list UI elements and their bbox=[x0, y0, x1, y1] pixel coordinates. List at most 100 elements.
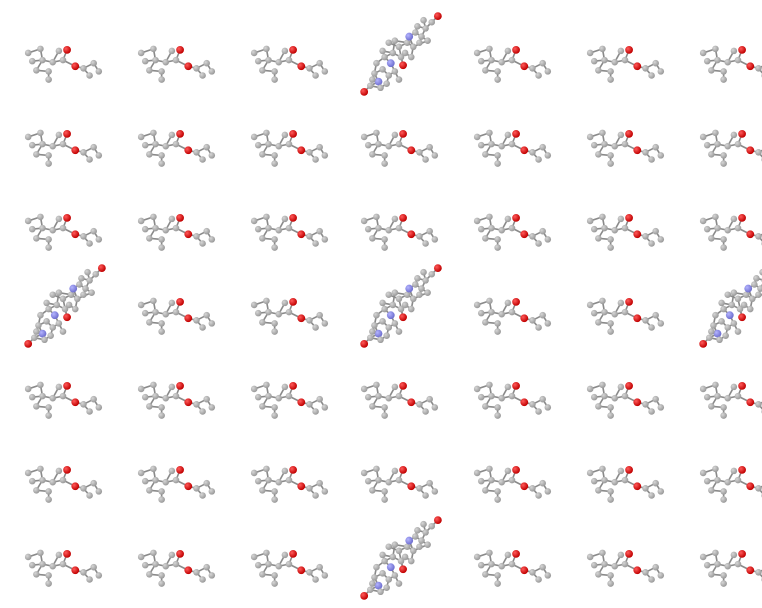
ester-molecule-image bbox=[699, 129, 762, 167]
carbon-atom bbox=[473, 553, 481, 561]
carbon-atom bbox=[426, 479, 433, 487]
carbon-atom bbox=[703, 561, 711, 569]
oxygen-atom bbox=[738, 213, 746, 222]
oxygen-atom bbox=[407, 230, 416, 239]
carbon-atom bbox=[601, 140, 608, 148]
carbon-atom bbox=[391, 215, 399, 223]
carbon-atom bbox=[617, 383, 625, 391]
carbon-atom bbox=[168, 47, 176, 55]
carbon-atom bbox=[39, 56, 46, 64]
carbon-atom bbox=[488, 392, 495, 400]
carbon-atom bbox=[482, 235, 489, 242]
carbon-atom bbox=[708, 487, 715, 494]
carbon-atom bbox=[208, 236, 216, 243]
carbon-atom bbox=[477, 561, 485, 569]
ester-molecule-image bbox=[250, 381, 329, 419]
carbon-atom bbox=[486, 213, 493, 221]
carbon-atom bbox=[39, 392, 46, 400]
carbon-atom bbox=[734, 140, 742, 148]
ester-molecule-image bbox=[699, 465, 762, 503]
carbon-atom bbox=[95, 404, 103, 411]
carbon-atom bbox=[724, 394, 732, 402]
carbon-atom bbox=[364, 141, 372, 149]
carbon-atom bbox=[508, 308, 516, 316]
carbon-atom bbox=[759, 268, 762, 276]
carbon-atom bbox=[416, 291, 423, 298]
carbon-atom bbox=[208, 572, 216, 579]
carbon-atom bbox=[498, 562, 506, 570]
carbon-atom bbox=[90, 59, 97, 67]
molecule-cell bbox=[123, 516, 231, 602]
carbon-atom bbox=[395, 328, 403, 335]
carbon-atom bbox=[422, 277, 429, 284]
carbon-atom bbox=[92, 270, 100, 278]
oxygen-atom bbox=[297, 482, 306, 491]
carbon-atom bbox=[595, 67, 602, 74]
carbon-atom bbox=[208, 68, 216, 75]
nitrogen-atom bbox=[744, 284, 753, 293]
carbon-atom bbox=[375, 476, 382, 484]
carbon-atom bbox=[755, 569, 762, 576]
carbon-atom bbox=[55, 467, 63, 475]
carbon-atom bbox=[95, 152, 103, 159]
carbon-atom bbox=[45, 236, 52, 243]
carbon-atom bbox=[162, 562, 170, 570]
carbon-atom bbox=[422, 156, 429, 163]
carbon-atom bbox=[271, 572, 278, 579]
carbon-atom bbox=[699, 385, 707, 393]
carbon-atom bbox=[250, 133, 258, 141]
nitrogen-atom bbox=[386, 563, 395, 572]
carbon-atom bbox=[486, 549, 493, 557]
oxygen-atom bbox=[289, 381, 297, 390]
molecule-cell bbox=[123, 180, 231, 266]
carbon-atom bbox=[730, 383, 738, 391]
carbon-atom bbox=[254, 309, 262, 317]
carbon-atom bbox=[724, 478, 732, 486]
carbon-atom bbox=[373, 465, 380, 473]
carbon-atom bbox=[395, 295, 403, 303]
carbon-atom bbox=[657, 236, 665, 243]
carbon-atom bbox=[734, 392, 742, 400]
carbon-atom bbox=[28, 57, 36, 65]
molecule-cell bbox=[685, 516, 762, 602]
carbon-atom bbox=[642, 317, 649, 324]
carbon-atom bbox=[49, 562, 57, 570]
carbon-atom bbox=[714, 56, 721, 64]
carbon-atom bbox=[263, 129, 270, 137]
carbon-atom bbox=[24, 385, 32, 393]
carbon-atom bbox=[712, 213, 719, 221]
carbon-atom bbox=[24, 49, 32, 57]
carbon-atom bbox=[746, 305, 754, 313]
molecule-cell bbox=[459, 180, 567, 266]
carbon-atom bbox=[55, 320, 63, 327]
carbon-atom bbox=[621, 560, 629, 568]
carbon-atom bbox=[607, 488, 614, 495]
carbon-atom bbox=[55, 383, 63, 391]
carbon-atom bbox=[539, 311, 546, 319]
carbon-atom bbox=[652, 143, 659, 151]
oxygen-atom bbox=[625, 465, 633, 474]
carbon-atom bbox=[403, 543, 411, 550]
carbon-atom bbox=[652, 395, 659, 403]
molecule-cell bbox=[123, 264, 231, 350]
ester-molecule-image bbox=[586, 45, 665, 83]
ester-molecule-image bbox=[24, 381, 103, 419]
oxygen-atom bbox=[738, 381, 746, 390]
carbon-atom bbox=[33, 328, 40, 335]
carbon-atom bbox=[539, 395, 546, 403]
oxygen-atom bbox=[63, 465, 71, 474]
carbon-atom bbox=[168, 299, 176, 307]
ester-molecule-image bbox=[24, 45, 103, 83]
carbon-atom bbox=[250, 301, 258, 309]
carbon-atom bbox=[80, 291, 87, 298]
carbon-atom bbox=[172, 476, 180, 484]
molecule-cell bbox=[123, 12, 231, 98]
nitrogen-atom bbox=[50, 311, 59, 320]
carbon-atom bbox=[168, 551, 176, 559]
carbon-atom bbox=[724, 562, 732, 570]
carbon-atom bbox=[712, 45, 719, 53]
carbon-atom bbox=[714, 560, 721, 568]
carbon-atom bbox=[146, 319, 153, 326]
carbon-atom bbox=[488, 56, 495, 64]
carbon-atom bbox=[477, 141, 485, 149]
